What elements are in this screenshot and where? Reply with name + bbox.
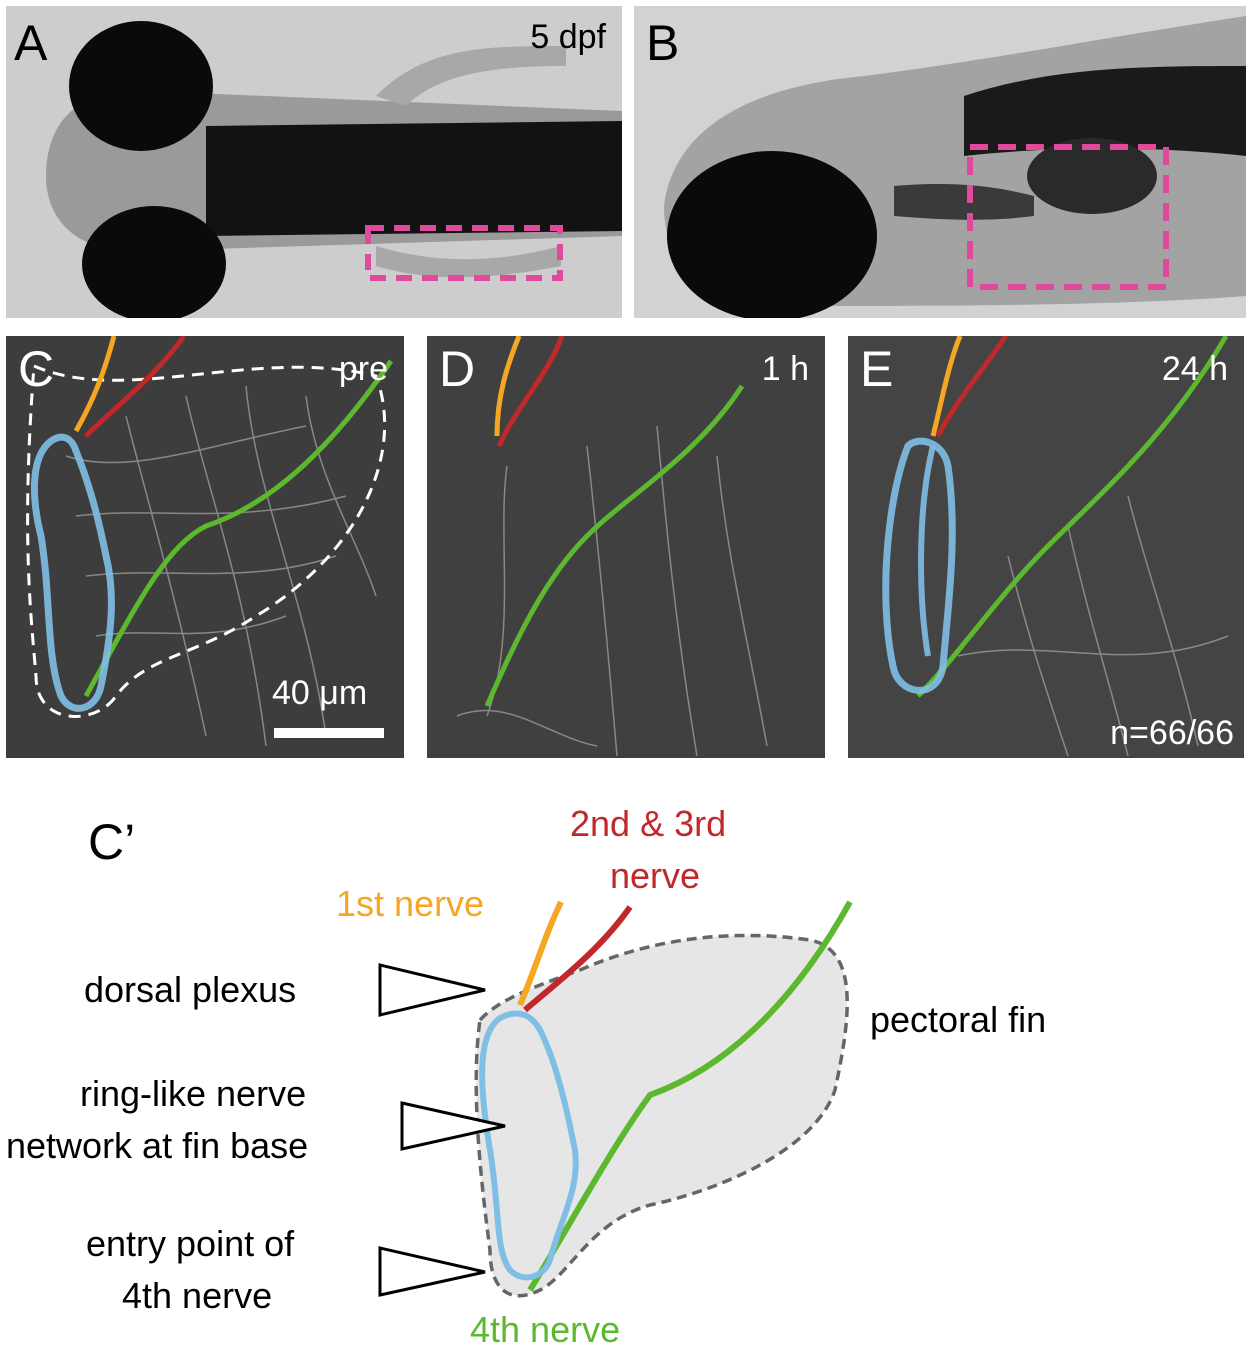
panel-label-e: E	[860, 341, 894, 397]
panel-label-d: D	[439, 341, 476, 397]
arrowhead-dorsal-plexus	[378, 963, 486, 1017]
fin-schematic-diagram	[378, 900, 853, 1298]
panel-a: A 5 dpf	[6, 6, 622, 318]
ring-network-label-line1: ring-like nerve	[80, 1073, 307, 1114]
schematic-panel: C’ 1st nerve 2nd & 3rd nerve 4th nerve p…	[0, 770, 1250, 1350]
ring-network-label-line2: network at fin base	[6, 1125, 309, 1166]
sample-count: n=66/66	[1110, 714, 1234, 752]
timepoint-tag: pre	[338, 350, 388, 388]
panel-c: C pre 40 μm	[6, 336, 404, 758]
schematic-label: C’	[88, 814, 136, 870]
timepoint-tag: 24 h	[1161, 350, 1228, 388]
pectoral-fin-label: pectoral fin	[870, 999, 1047, 1040]
panel-label-a: A	[14, 15, 48, 71]
fin-neurons-pre	[6, 336, 404, 758]
entry-point-label-line1: entry point of	[86, 1223, 295, 1264]
fin-neurons-24h	[848, 336, 1244, 758]
larva-lateral-view	[634, 6, 1246, 318]
scale-bar-label: 40 μm	[272, 674, 368, 712]
fin-neurons-1h	[427, 336, 825, 758]
nerve-1-label: 1st nerve	[336, 883, 485, 924]
panel-e: E 24 h n=66/66	[848, 336, 1244, 758]
panel-d: D 1 h	[427, 336, 825, 758]
dorsal-plexus-label: dorsal plexus	[84, 969, 297, 1010]
nerve-4-label: 4th nerve	[470, 1309, 621, 1350]
nerve-2-3-label-line2: nerve	[610, 855, 701, 896]
panel-label-c: C	[18, 341, 55, 397]
timepoint-tag: 1 h	[761, 350, 809, 388]
age-tag: 5 dpf	[530, 18, 606, 56]
panel-label-b: B	[646, 15, 680, 71]
larva-dorsal-view	[6, 6, 622, 318]
arrowhead-entry-point	[378, 1246, 486, 1297]
nerve-2-3-label-line1: 2nd & 3rd	[570, 803, 727, 844]
entry-point-label-line2: 4th nerve	[122, 1275, 273, 1316]
panel-b: B	[634, 6, 1246, 318]
arrowhead-ring-network	[400, 1101, 506, 1151]
